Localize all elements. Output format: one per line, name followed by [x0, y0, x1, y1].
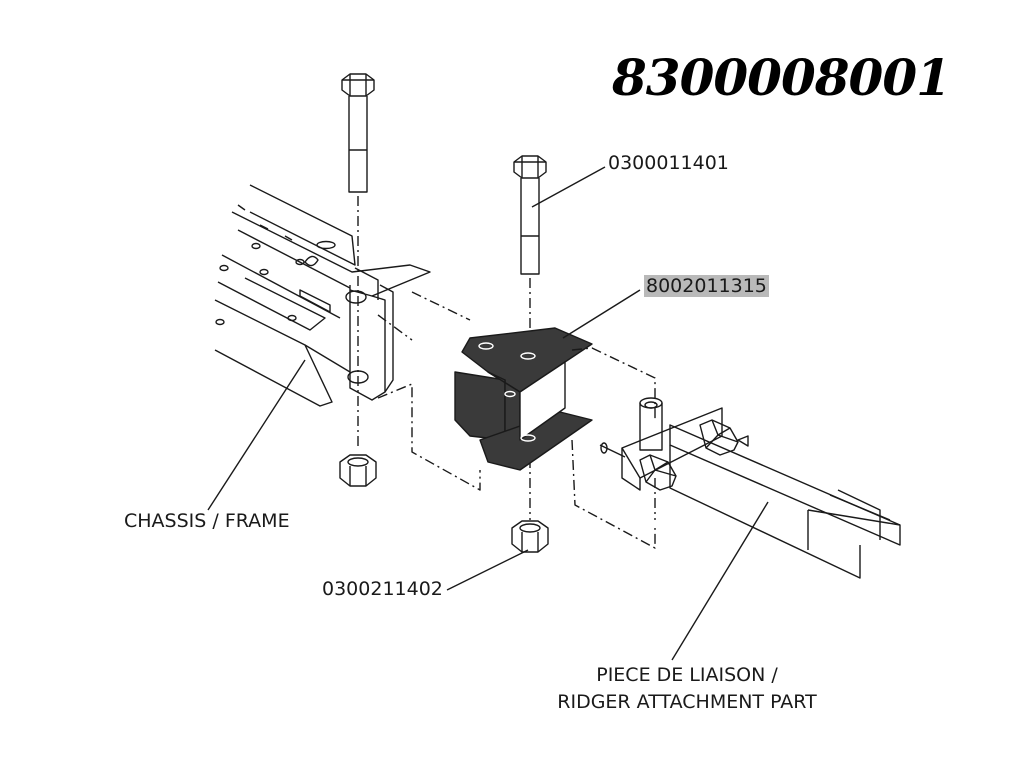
callout-ridger-line2: RIDGER ATTACHMENT PART [557, 691, 817, 713]
dash-dot-guides [377, 291, 656, 549]
callout-bolt: 0300011401 [608, 152, 729, 174]
bracket-part [454, 327, 593, 471]
bolt-right [513, 155, 547, 275]
ridger-attachment-part [599, 397, 901, 579]
diagram-title: 8300008001 [612, 48, 951, 107]
callout-chassis: CHASSIS / FRAME [124, 510, 290, 532]
nut-left [339, 454, 377, 487]
callout-bracket: 8002011315 [644, 275, 769, 297]
callout-ridger-line1: PIECE DE LIAISON / [596, 664, 778, 686]
nut-right [511, 520, 549, 553]
callout-bracket-text: 8002011315 [644, 275, 769, 297]
callout-nut: 0300211402 [322, 578, 443, 600]
bolt-left [341, 73, 375, 193]
chassis-frame [214, 184, 431, 407]
leader-lines [207, 166, 769, 661]
